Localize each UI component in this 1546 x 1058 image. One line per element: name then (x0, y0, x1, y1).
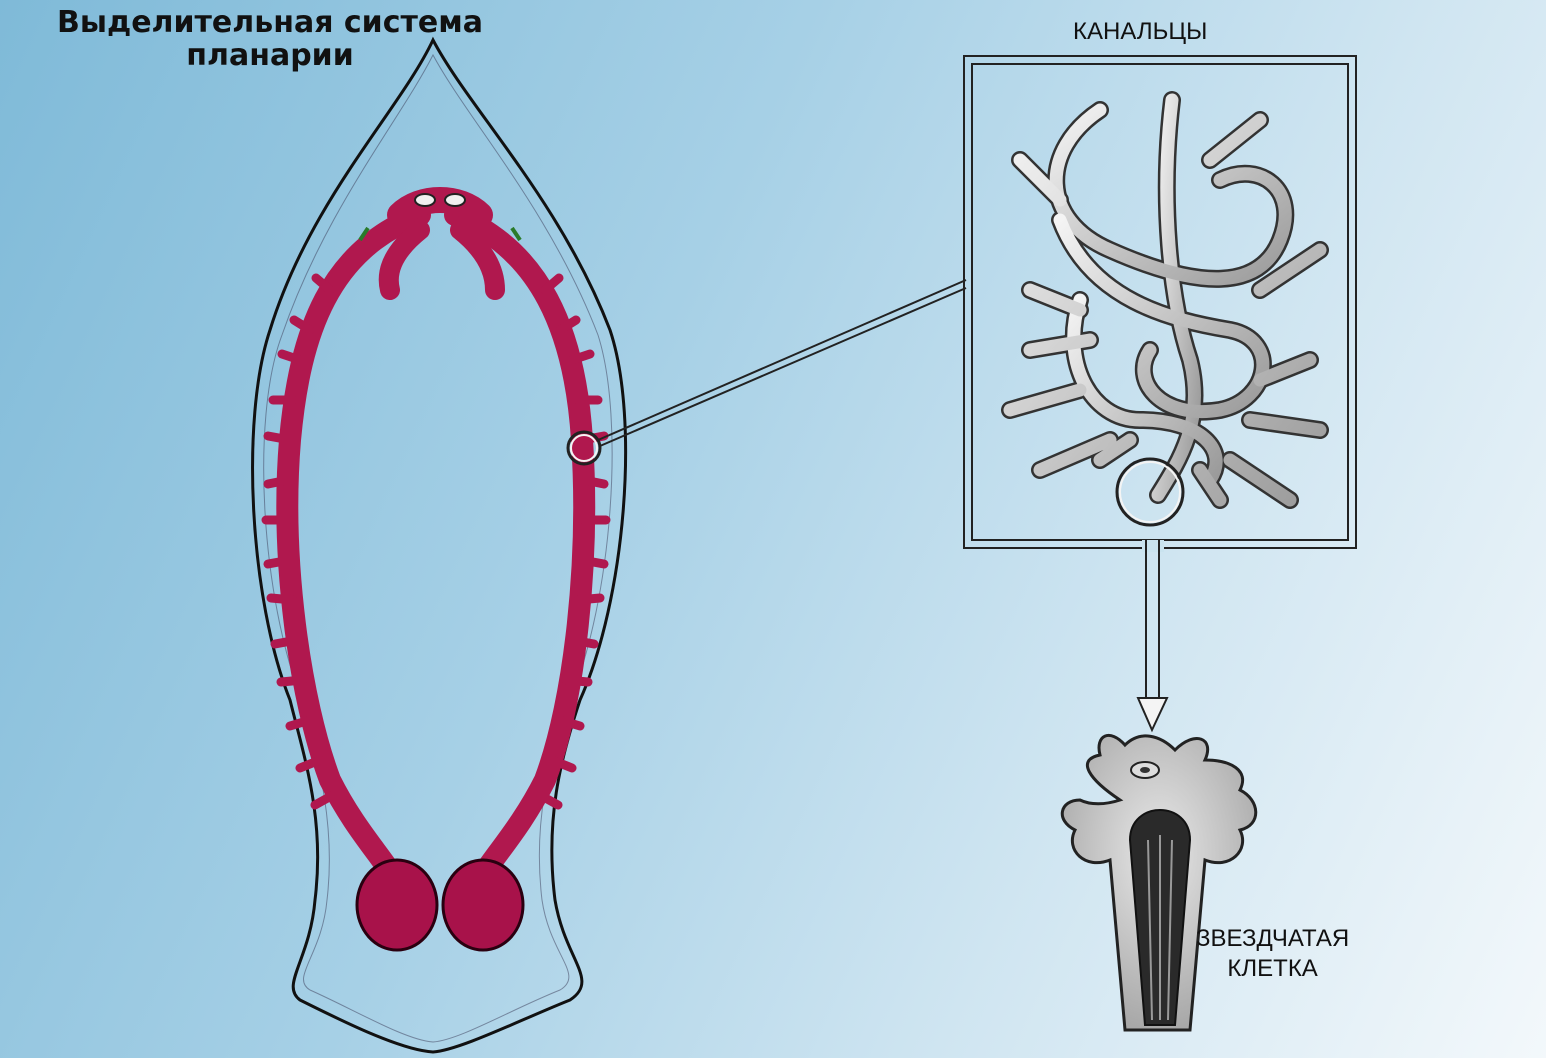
stellate-cell (1062, 735, 1255, 1030)
cell-label-line-1: ЗВЕЗДЧАТАЯ (1196, 924, 1349, 954)
title-line-1: Выделительная система (0, 6, 540, 39)
cell-label-line-2: КЛЕТКА (1196, 954, 1349, 984)
title-line-2: планарии (0, 39, 540, 72)
canals-label: КАНАЛЬЦЫ (1073, 18, 1207, 46)
right-excretory-canal (455, 215, 584, 880)
connector-line (598, 280, 966, 446)
left-bladder (357, 860, 437, 950)
left-excretory-canal (287, 215, 420, 880)
canals-box-outer (964, 56, 1356, 548)
arrow-to-cell (1138, 540, 1167, 730)
excretory-bladders (357, 860, 523, 950)
stellate-cell-label: ЗВЕЗДЧАТАЯ КЛЕТКА (1196, 924, 1349, 984)
right-bladder (443, 860, 523, 950)
diagram-title: Выделительная система планарии (0, 6, 540, 72)
canal-head-arch (400, 200, 480, 215)
tubule-network (1010, 100, 1320, 500)
excretory-canals (287, 200, 584, 880)
